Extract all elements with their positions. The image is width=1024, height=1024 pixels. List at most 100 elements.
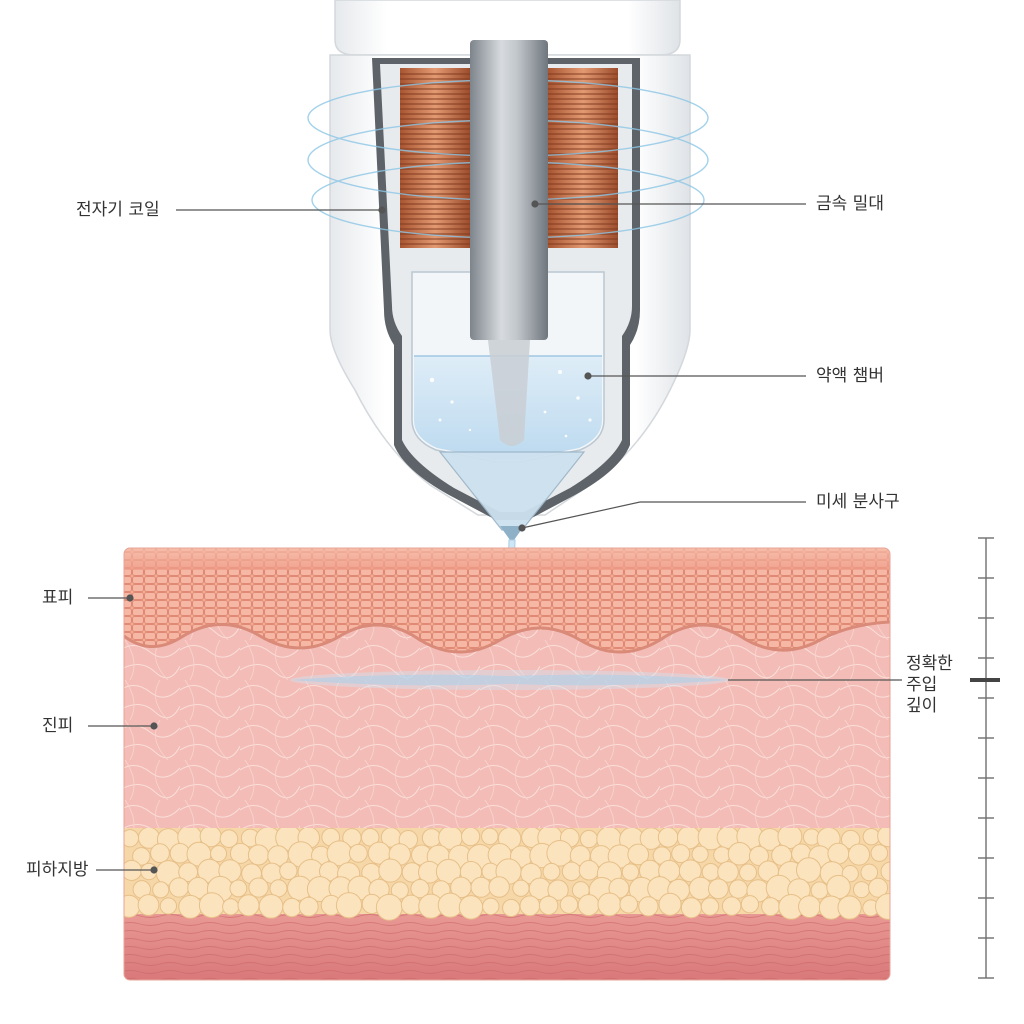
label-injection-depth: 정확한 주입 깊이: [906, 654, 953, 717]
fat-cell: [390, 881, 409, 900]
liquid-bubble: [429, 377, 435, 383]
fat-cell: [400, 894, 422, 916]
fat-cell: [619, 894, 639, 914]
fat-cell: [159, 897, 178, 915]
fat-cell: [210, 845, 228, 863]
liquid-bubble: [438, 418, 442, 422]
label-electromagnetic-coil: 전자기 코일: [76, 200, 160, 220]
liquid-bubble: [450, 400, 454, 404]
fat-cell: [348, 843, 368, 863]
fat-cell: [258, 893, 284, 919]
fat-cell: [150, 843, 170, 864]
fat-cell: [860, 863, 879, 882]
fat-cell: [578, 859, 600, 881]
fat-cell: [671, 844, 691, 864]
fat-cell: [713, 846, 731, 864]
fat-cell: [222, 898, 240, 916]
label-subcutaneous-fat: 피하지방: [26, 860, 89, 880]
fat-cell: [124, 894, 141, 918]
metal-plunger: [470, 40, 548, 446]
label-epidermis: 표피: [42, 588, 74, 608]
fat-cell: [740, 895, 760, 914]
fat-cell: [178, 894, 203, 919]
fat-cell: [880, 861, 890, 882]
depth-label-line-1: 정확한: [906, 654, 953, 674]
injection-spread: [290, 670, 730, 690]
leader-lines: [88, 200, 902, 874]
injector-device: [307, 0, 709, 681]
fat-cell: [481, 827, 499, 846]
fat-cell: [335, 892, 363, 919]
fat-cell: [691, 845, 709, 863]
fat-cell: [827, 842, 850, 865]
fat-cell: [680, 897, 702, 919]
fat-cell: [739, 863, 758, 882]
fat-cell: [837, 895, 862, 920]
fat-cell: [761, 897, 781, 917]
fat-cell: [512, 879, 530, 897]
fat-cell: [547, 879, 569, 901]
fat-cell: [298, 896, 319, 917]
fat-cell: [279, 861, 298, 881]
fat-cell: [237, 894, 260, 917]
liquid-bubble: [558, 370, 562, 374]
fat-cell: [248, 877, 269, 898]
label-micro-nozzle: 미세 분사구: [816, 492, 900, 512]
fat-cell: [862, 827, 881, 846]
fat-cell: [621, 863, 640, 881]
fat-cell: [852, 881, 871, 899]
fat-cell: [748, 845, 769, 866]
fat-cell: [638, 896, 659, 917]
fat-cell: [470, 876, 492, 898]
fat-cell: [437, 892, 463, 918]
fat-cell: [717, 861, 739, 883]
skin-cross-section: [124, 548, 890, 980]
fat-cell: [727, 841, 752, 866]
depth-label-line-3: 깊이: [906, 696, 938, 716]
fat-cell: [721, 896, 742, 916]
liquid-bubble: [588, 418, 592, 422]
fat-cell: [198, 892, 225, 919]
electromagnetic-coil: [400, 68, 618, 248]
liquid-bubble: [564, 434, 568, 438]
fat-cell: [375, 893, 403, 921]
fat-cell: [678, 859, 702, 883]
fat-cell: [168, 877, 190, 898]
liquid-bubble: [468, 428, 472, 432]
fat-cell: [627, 843, 650, 866]
fat-cell: [421, 828, 442, 848]
label-dermis: 진피: [42, 716, 74, 736]
fat-cell: [137, 894, 160, 916]
fat-cell: [561, 861, 582, 882]
label-drug-chamber: 약액 챔버: [816, 366, 884, 386]
fat-cell: [519, 895, 541, 917]
fat-cell: [700, 897, 720, 916]
fat-cell: [889, 843, 890, 867]
fat-cell: [577, 894, 600, 917]
fat-cell: [542, 862, 561, 881]
liquid-bubble: [576, 396, 580, 400]
depth-scale: [970, 537, 1000, 979]
fat-cell: [877, 824, 890, 848]
fat-cell: [538, 895, 559, 916]
liquid-bubble: [543, 410, 547, 414]
fat-cell: [458, 895, 484, 920]
fat-cell: [488, 876, 510, 898]
fat-cell: [247, 844, 270, 866]
fat-cell: [282, 897, 302, 918]
fat-cell: [847, 843, 871, 866]
fat-cell: [597, 892, 622, 917]
fat-cell: [874, 893, 890, 920]
fat-cell: [219, 829, 239, 848]
fat-cell: [707, 878, 729, 900]
fat-cell: [826, 874, 851, 900]
fat-cell: [410, 879, 430, 899]
fat-cell: [378, 858, 403, 883]
fat-cell: [482, 897, 500, 916]
fat-cell: [559, 895, 579, 914]
fat-cell: [460, 826, 481, 847]
fat-cell: [870, 844, 889, 862]
fat-cell: [132, 847, 151, 866]
fat-cell: [798, 895, 821, 919]
